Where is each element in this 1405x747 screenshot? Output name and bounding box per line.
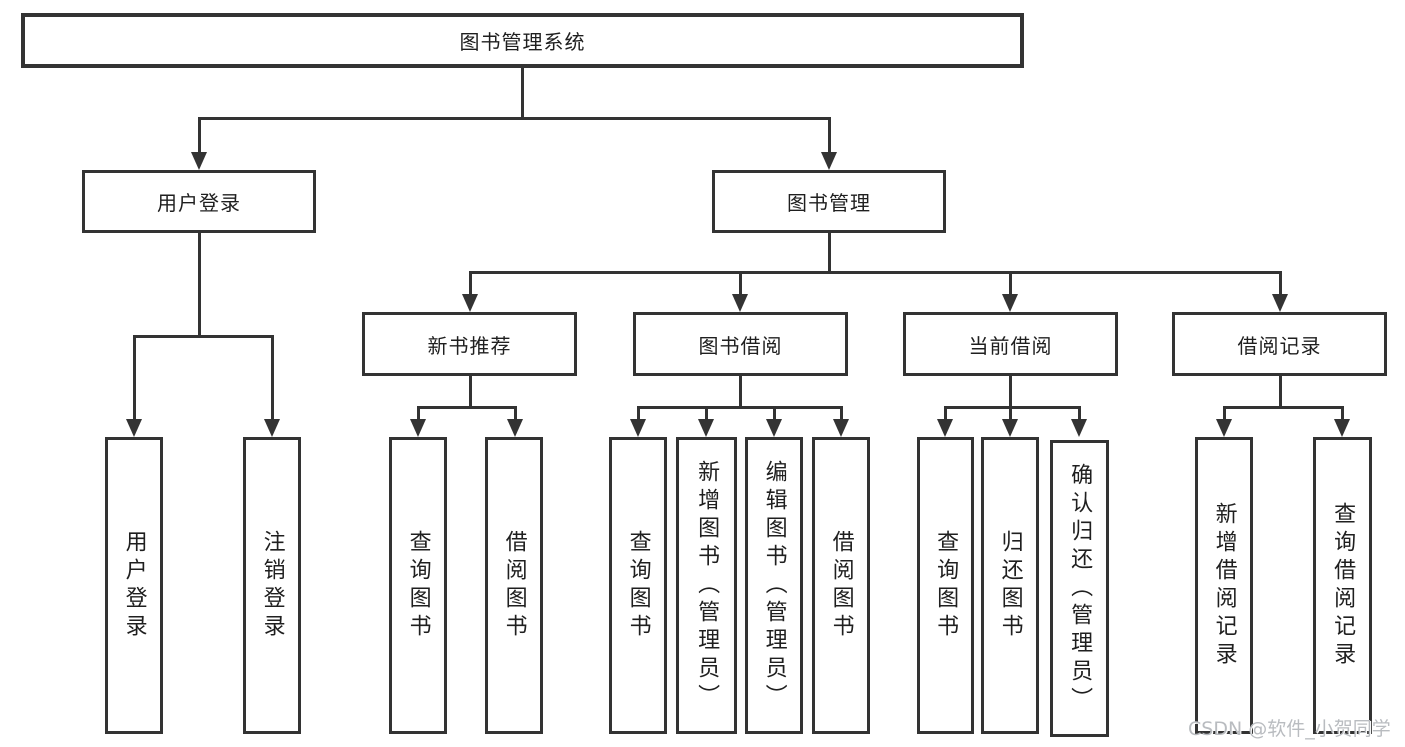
connector-vline — [133, 335, 136, 421]
leaf-add-book-admin: 新增图书（管理员） — [676, 437, 737, 734]
connector-vline — [1223, 406, 1226, 421]
connector-vline — [469, 271, 472, 296]
node-current-borrow-label: 当前借阅 — [968, 333, 1053, 358]
connector-vline — [1009, 406, 1012, 421]
connector-hline — [133, 335, 274, 338]
leaf-logout: 注销登录 — [243, 437, 301, 734]
leaf-borrow-books: 借阅图书 — [812, 437, 870, 734]
leaf-edit-book-admin-label: 编辑图书（管理员） — [761, 459, 787, 712]
leaf-query-books-borrow-label: 查询图书 — [625, 529, 651, 642]
connector-hline — [469, 271, 1282, 274]
arrow-down-icon — [1071, 419, 1087, 437]
arrow-down-icon — [1272, 294, 1288, 312]
leaf-confirm-return-admin-label: 确认归还（管理员） — [1067, 462, 1093, 715]
connector-vline — [1279, 271, 1282, 296]
arrow-down-icon — [821, 152, 837, 170]
arrow-down-icon — [630, 419, 646, 437]
arrow-down-icon — [937, 419, 953, 437]
connector-vline — [1009, 376, 1012, 409]
connector-vline — [469, 376, 472, 409]
leaf-logout-label: 注销登录 — [259, 529, 285, 642]
csdn-watermark: CSDN @软件_小贺同学 — [1188, 718, 1391, 740]
arrow-down-icon — [833, 419, 849, 437]
leaf-add-book-admin-label: 新增图书（管理员） — [694, 459, 720, 712]
connector-vline — [271, 335, 274, 421]
node-root-label: 图书管理系统 — [459, 30, 586, 54]
connector-vline — [828, 233, 831, 274]
leaf-borrow-books-recommend: 借阅图书 — [485, 437, 543, 734]
node-new-book-recommend-label: 新书推荐 — [427, 333, 512, 358]
arrow-down-icon — [1002, 294, 1018, 312]
leaf-query-books-recommend-label: 查询图书 — [405, 529, 431, 642]
leaf-query-books-current-label: 查询图书 — [933, 529, 959, 642]
connector-hline — [637, 406, 842, 409]
leaf-return-books-label: 归还图书 — [997, 529, 1023, 642]
node-book-borrow-label: 图书借阅 — [698, 333, 783, 358]
arrow-down-icon — [126, 419, 142, 437]
node-root: 图书管理系统 — [21, 13, 1024, 68]
connector-vline — [1009, 271, 1012, 296]
connector-vline — [1341, 406, 1344, 421]
leaf-user-login-label: 用户登录 — [121, 529, 147, 642]
leaf-borrow-books-recommend-label: 借阅图书 — [501, 529, 527, 642]
arrow-down-icon — [1334, 419, 1350, 437]
leaf-user-login: 用户登录 — [105, 437, 163, 734]
leaf-query-borrow-record-label: 查询借阅记录 — [1330, 501, 1356, 670]
connector-vline — [198, 233, 201, 338]
node-book-management-label: 图书管理 — [787, 191, 871, 215]
arrow-down-icon — [732, 294, 748, 312]
arrow-down-icon — [507, 419, 523, 437]
leaf-add-borrow-record-label: 新增借阅记录 — [1211, 501, 1237, 670]
leaf-query-books-recommend: 查询图书 — [389, 437, 447, 734]
connector-hline — [944, 406, 1081, 409]
connector-vline — [705, 406, 708, 421]
arrow-down-icon — [1216, 419, 1232, 437]
leaf-add-borrow-record: 新增借阅记录 — [1195, 437, 1253, 734]
connector-vline — [739, 271, 742, 296]
arrow-down-icon — [766, 419, 782, 437]
connector-hline — [1223, 406, 1344, 409]
node-new-book-recommend: 新书推荐 — [362, 312, 577, 376]
leaf-borrow-books-label: 借阅图书 — [828, 529, 854, 642]
arrow-down-icon — [410, 419, 426, 437]
connector-hline — [417, 406, 517, 409]
connector-vline — [1078, 406, 1081, 421]
connector-vline — [514, 406, 517, 421]
leaf-edit-book-admin: 编辑图书（管理员） — [745, 437, 803, 734]
node-book-borrow: 图书借阅 — [633, 312, 848, 376]
connector-vline — [828, 117, 831, 154]
leaf-query-books-borrow: 查询图书 — [609, 437, 667, 734]
node-borrow-records-label: 借阅记录 — [1237, 333, 1322, 358]
connector-vline — [944, 406, 947, 421]
connector-vline — [198, 117, 201, 154]
arrow-down-icon — [191, 152, 207, 170]
arrow-down-icon — [264, 419, 280, 437]
arrow-down-icon — [462, 294, 478, 312]
node-user-login: 用户登录 — [82, 170, 316, 233]
leaf-confirm-return-admin: 确认归还（管理员） — [1050, 440, 1109, 737]
node-book-management: 图书管理 — [712, 170, 946, 233]
node-user-login-label: 用户登录 — [157, 191, 241, 215]
connector-vline — [637, 406, 640, 421]
connector-vline — [739, 376, 742, 409]
connector-vline — [840, 406, 843, 421]
arrow-down-icon — [698, 419, 714, 437]
connector-vline — [773, 406, 776, 421]
connector-vline — [521, 68, 524, 120]
connector-vline — [1279, 376, 1282, 409]
connector-hline — [198, 117, 831, 120]
node-current-borrow: 当前借阅 — [903, 312, 1118, 376]
connector-vline — [417, 406, 420, 421]
leaf-query-borrow-record: 查询借阅记录 — [1313, 437, 1372, 734]
arrow-down-icon — [1002, 419, 1018, 437]
leaf-return-books: 归还图书 — [981, 437, 1039, 734]
node-borrow-records: 借阅记录 — [1172, 312, 1387, 376]
leaf-query-books-current: 查询图书 — [917, 437, 974, 734]
